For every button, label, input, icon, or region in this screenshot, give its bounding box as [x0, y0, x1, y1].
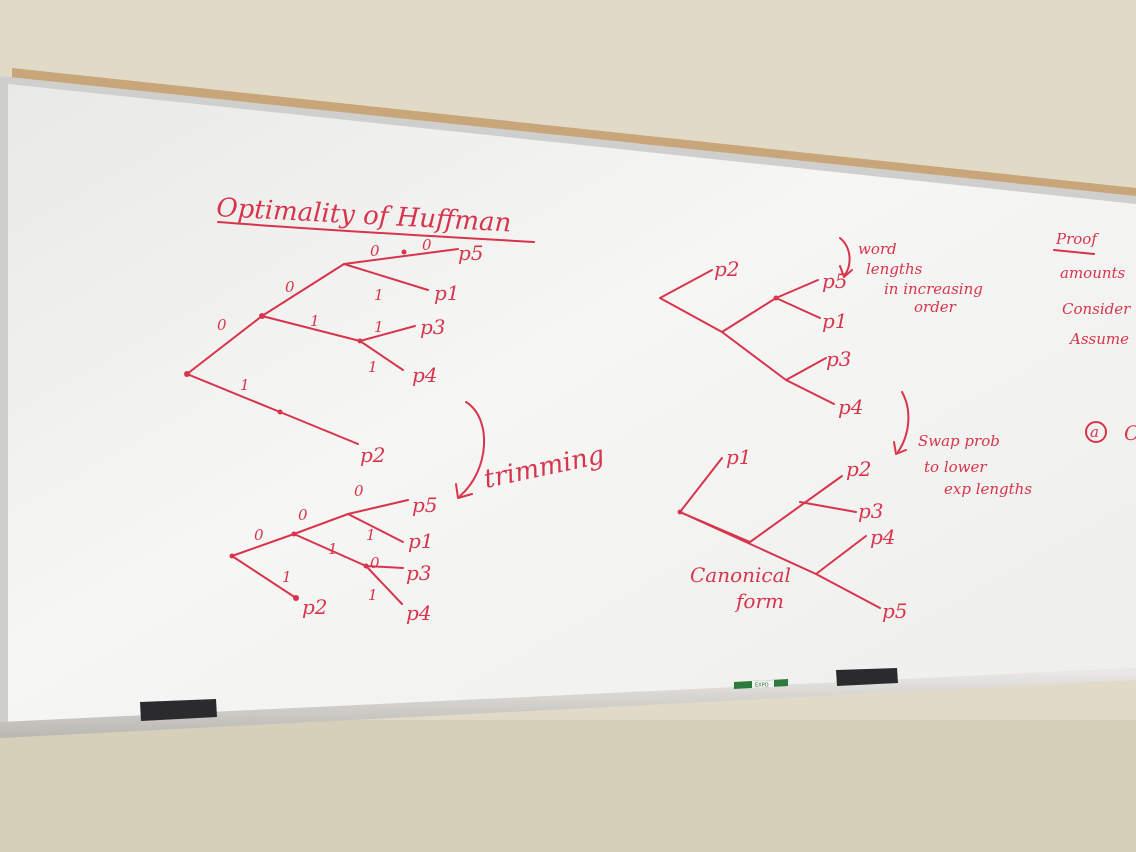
tree1-leaf-p5: p5: [458, 241, 484, 265]
top-left-tree: p5 p1 p3 p4 p2 0 0 0 0 1 1 1 1 1: [184, 236, 484, 467]
tree4-leaf-p2: p2: [846, 457, 872, 481]
proof-heading: Proof: [1055, 230, 1099, 248]
tree1-bit: 1: [368, 358, 378, 376]
tree4-leaf-p5: p5: [882, 599, 908, 623]
note-line: lengths: [866, 260, 923, 278]
note-line: word: [858, 240, 897, 258]
tree1-bit: 1: [240, 376, 250, 394]
tree2-leaf-p4: p4: [406, 601, 432, 625]
tree1-bit: 0: [285, 278, 295, 296]
tree2-bit: 0: [354, 482, 364, 500]
proof-item-marker: a: [1090, 423, 1099, 441]
tree3-leaf-p4: p4: [838, 395, 864, 419]
top-right-tree: p2 p5 p1 p3 p4: [659, 257, 864, 419]
top-rail: [12, 68, 1136, 198]
tree1-bit: 1: [310, 312, 320, 330]
tree1-leaf-p1: p1: [434, 281, 460, 305]
note-line: Swap prob: [918, 432, 1000, 450]
tree2-bit: 1: [328, 540, 338, 558]
canonical-label: Canonical: [690, 563, 791, 587]
bottom-left-tree: p5 p1 p3 p4 p2 0 0 0 1 1 0 1 1: [229, 482, 438, 625]
tree4-leaf-p4: p4: [870, 525, 896, 549]
tree3-leaf-p3: p3: [826, 347, 852, 371]
tree4-leaf-p3: p3: [858, 499, 884, 523]
wall-lower: [0, 720, 1136, 852]
proof-line: amounts: [1060, 264, 1126, 282]
eraser-left[interactable]: [140, 699, 217, 721]
tree2-leaf-p1: p1: [408, 529, 434, 553]
tree2-bit: 0: [298, 506, 308, 524]
marker-label: EXPO: [755, 683, 769, 689]
tree2-bit: 0: [370, 554, 380, 572]
tree3-leaf-p2: p2: [714, 257, 740, 281]
eraser-right[interactable]: [836, 668, 898, 686]
tree1-bit: 1: [374, 318, 384, 336]
tree1-bit: 1: [374, 286, 384, 304]
proof-column: Proof amounts Consider Assume a C: [1053, 230, 1136, 445]
tree2-leaf-p3: p3: [406, 561, 432, 585]
proof-item-letter: C: [1124, 421, 1136, 445]
title-underline: [217, 221, 535, 243]
tree4-leaf-p1: p1: [726, 445, 752, 469]
tree1-leaf-p3: p3: [420, 315, 446, 339]
tree3-leaf-p1: p1: [822, 309, 848, 333]
tree1-leaf-p4: p4: [412, 363, 438, 387]
note-line: to lower: [924, 458, 987, 476]
tree1-leaf-p2: p2: [360, 443, 386, 467]
canonical-label-form: form: [734, 589, 784, 613]
swap-note: Swap prob to lower exp lengths: [893, 391, 1032, 498]
tree2-bit: 1: [368, 586, 378, 604]
note-line: exp lengths: [944, 480, 1032, 498]
tree2-bit: 1: [282, 568, 292, 586]
note-line: in increasing: [884, 280, 983, 298]
marker[interactable]: EXPO: [734, 679, 788, 689]
tree2-bit: 0: [254, 526, 264, 544]
tree2-leaf-p5: p5: [412, 493, 438, 517]
tree1-bit: 0: [217, 316, 227, 334]
note-line: order: [914, 298, 957, 316]
tree3-leaf-p5: p5: [822, 269, 848, 293]
bottom-right-tree: p1 p2 p3 p4 p5: [677, 445, 908, 623]
tree1-bit: 0: [370, 242, 380, 260]
tree2-bit: 1: [366, 526, 376, 544]
marker-tray: [0, 668, 1136, 738]
whiteboard: [8, 84, 1136, 722]
tree1-bit: 0: [422, 236, 432, 254]
proof-line: Consider: [1062, 300, 1131, 318]
proof-line: Assume: [1068, 330, 1129, 348]
word-lengths-note: word lengths in increasing order: [839, 237, 983, 316]
tree2-leaf-p2: p2: [302, 595, 328, 619]
